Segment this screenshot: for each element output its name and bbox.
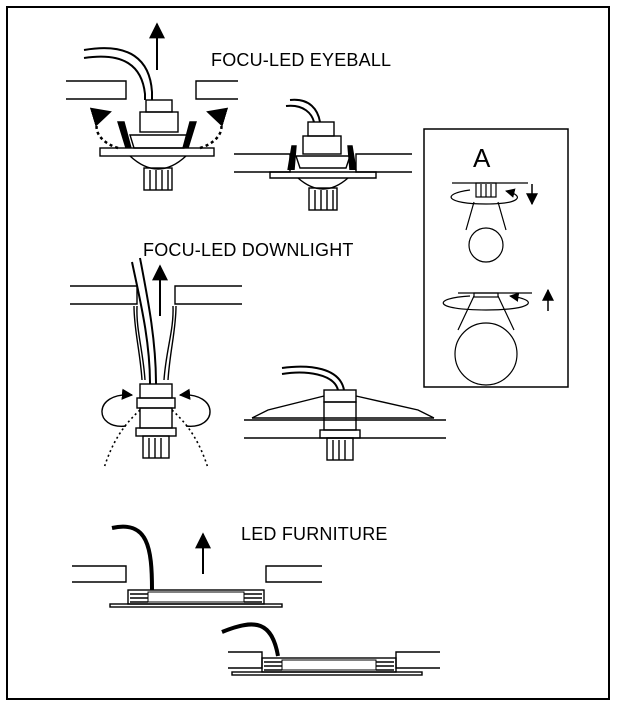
eyeball-removal-illustration	[66, 22, 238, 191]
diagram-frame	[6, 6, 610, 700]
label-focu-led-downlight: FOCU-LED DOWNLIGHT	[143, 240, 354, 260]
label-inset-a: A	[473, 143, 491, 173]
furniture-removal-illustration	[72, 524, 322, 608]
label-focu-led-eyeball: FOCU-LED EYEBALL	[211, 50, 392, 70]
ceiling-left	[66, 80, 127, 100]
label-led-furniture: LED FURNITURE	[241, 524, 388, 544]
eyeball-installed-illustration	[234, 98, 412, 211]
downlight-installed-illustration	[244, 365, 446, 461]
downlight-removal-illustration	[70, 257, 242, 469]
ceiling-right	[195, 80, 238, 100]
furniture-installed-illustration	[221, 622, 440, 676]
inset-a-beam-adjustment	[423, 128, 569, 388]
